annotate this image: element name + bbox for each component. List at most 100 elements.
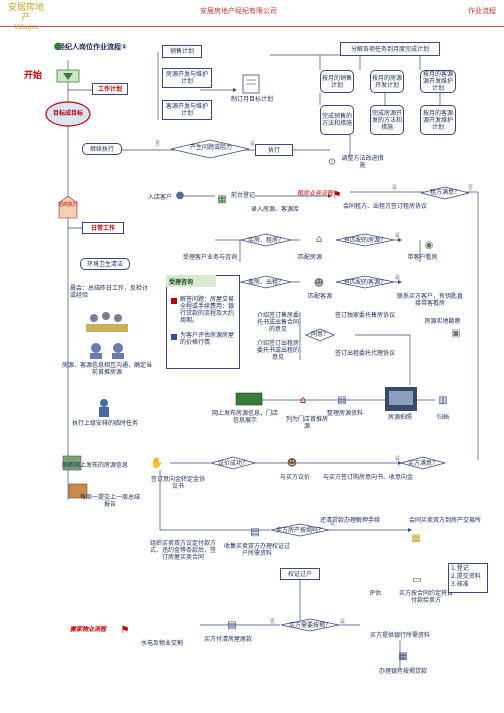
hire-exec-label: 招商执行 — [57, 202, 78, 208]
bank-loan-label: 办理银行按揭贷款 — [378, 668, 427, 675]
tools-icon: ⚙ — [327, 156, 337, 168]
buy-rent-label: 买房、租房？ — [247, 237, 284, 244]
goal-circle — [45, 101, 91, 127]
move-in-label: 搬家物业流程 — [69, 626, 106, 633]
consult-item-1: 解答问题：房屋交易全程或手续费用：银行贷款的流程及大约周期。 — [180, 296, 235, 324]
client-dev-plan-box: 客源开发与维护计划 — [162, 100, 212, 120]
execute-tasks-text: 执行上级安排的临时任务 — [71, 420, 138, 427]
publish-label: 网上发布房源信息，门店信息展示 — [211, 410, 278, 424]
decompose-box: 分解各项任务到月度完成计划 — [340, 42, 440, 56]
agree-diamond — [305, 328, 335, 342]
consult-bullet-2-icon — [171, 334, 177, 340]
yes-marker: 是 — [395, 275, 401, 281]
need-match-diamond — [335, 233, 395, 247]
move-flag-icon: ⚑ — [120, 624, 130, 636]
evaluate-label: 评估 — [368, 590, 381, 597]
logo-sub: Villages — [13, 24, 39, 31]
match-client-label: 匹配客源 — [307, 293, 332, 300]
goal-label: 目标成目标 — [52, 110, 83, 117]
list-recommend-label: 列为门店首推房源 — [285, 416, 328, 430]
report-icon — [68, 483, 88, 499]
execute-box: 执行 — [255, 144, 293, 156]
monthly-house-box: 按月的房源开发计划 — [370, 70, 404, 93]
contact-buyer-label: 联系买方客户，有钥匙直接带客看房 — [396, 293, 463, 307]
weekly-report-text: 每周一提交上一周总结报告 — [80, 494, 141, 508]
co-handle-label: 会同买卖双方到房产交易所 — [408, 517, 481, 524]
sell-lease-label: 卖房、出租？ — [247, 279, 284, 286]
exchange-people-icon — [90, 343, 124, 359]
house-survey-label: 房源实地勘察 — [424, 318, 461, 325]
loan-label: 还清贷款办理解押手续 — [319, 517, 380, 524]
logo-text: 安居房地产 — [7, 3, 44, 23]
lease-ok-diamond — [420, 186, 470, 200]
collect-docs-label: 收集买卖双方办理权证过户所需资料 — [223, 543, 290, 557]
buy-ok-diamond — [400, 456, 446, 470]
client-consult-label: 受理客户业务与咨询 — [182, 254, 237, 261]
monthly-sales-box: 按月的销售计划 — [320, 70, 354, 93]
organize-sign-label: 组织买卖双方议定付款方式、违约金等条款后，签订房屋买卖合同 — [149, 540, 216, 561]
rental-branch-label: 租房业务流程 — [296, 190, 333, 197]
consult-title: 受理咨询 — [166, 275, 216, 287]
house-method-box: 完成房源开发的方法和措施 — [370, 105, 404, 135]
sign-intent-label: 签订意向金转定金协议书 — [150, 476, 205, 490]
matching-label: 匹配房源 — [297, 254, 322, 261]
yes-marker: 是 — [395, 233, 401, 239]
sales-method-box: 完成销售的方法和措施 — [320, 105, 354, 135]
archive-icon: ▥ — [438, 394, 448, 406]
organize-label: 整理房源资料 — [326, 410, 363, 417]
company-logo: 安居房地产 Villages — [4, 3, 48, 31]
client-enter-label: 入店客户 — [147, 194, 172, 201]
page-header: 安居房地产 Villages 安居房地产经纪有限公司 作业流程 — [0, 0, 504, 31]
money-icon: ▭ — [412, 574, 422, 586]
mortgage-label: 买方需要按揭？ — [288, 622, 331, 629]
take-view-label: 带客户看房 — [407, 254, 438, 261]
env-clean-box: 环境卫生清洁 — [80, 258, 130, 270]
sign-exclusive-label: 签订独家委托售房协议 — [334, 312, 395, 319]
problem-label: 产生问题或阻力 — [189, 144, 232, 151]
handover-label: 水电及物业交割 — [140, 640, 183, 647]
seller-loan-label: 卖方房产按揭吗？ — [275, 527, 324, 534]
yes-marker: 是 — [395, 456, 401, 462]
steps-box: 1.登记 2.提交资料 3.核准 — [448, 563, 488, 593]
buyer-docs-label: 买方按合同约定将首付款给卖方 — [398, 590, 453, 604]
housing-exchange-text: 房源、客源信息相互沟通，确定当前首推房源 — [62, 362, 153, 376]
yes-marker: 是 — [250, 141, 256, 147]
house-icon: ⌂ — [315, 233, 323, 245]
no-marker: 否 — [155, 141, 161, 147]
sign-lease-label: 介绍签订出租房委托书或出租的意见 — [256, 340, 299, 361]
problem-diamond — [170, 139, 250, 159]
handshake-icon: ✋ — [150, 457, 164, 469]
sign-rent-agent-label: 签订出租委托代理协议 — [335, 350, 396, 357]
client-icon: ● — [175, 189, 185, 201]
monthly-goal-label: 制订月目标计划 — [230, 96, 273, 103]
docs-icon: ▤ — [337, 394, 347, 406]
bank-icon: ▦ — [398, 650, 408, 662]
buyer-prepare-label: 买方提供银行所需资料 — [369, 632, 430, 639]
house-dev-plan-box: 房源开发与维护计划 — [162, 68, 212, 88]
receipt-icon: ▤ — [227, 619, 237, 631]
shop-icon: ⌂ — [299, 394, 307, 406]
adjust-label: 调整方法改进措施 — [341, 155, 384, 169]
agree-label: 同意？ — [310, 331, 329, 338]
photo-icon — [385, 387, 417, 411]
header-right: 作业流程 — [468, 7, 496, 15]
client-method-box: 按月的客源源开发维护计划 — [420, 105, 456, 135]
document-icon — [242, 74, 260, 94]
start-arrow-icon — [56, 69, 80, 83]
pay-rest-label: 买方付清房屋尾款 — [203, 636, 252, 643]
people-icon: ☻ — [313, 277, 325, 289]
refresh-icon — [62, 455, 82, 471]
buy-ok-label: 买方满意？ — [407, 460, 438, 467]
photo-label: 房源拍照 — [387, 414, 412, 421]
no-marker: 否 — [270, 619, 276, 625]
need-match-label: 有匹配的房源？ — [343, 237, 386, 244]
consult-bullet-1-icon — [171, 298, 177, 304]
monitor-icon — [235, 392, 263, 406]
intent-ok-diamond — [210, 456, 256, 470]
continue-exec-box: 继续执行 — [82, 143, 122, 155]
meeting-people-icon — [86, 312, 128, 332]
with-both-label: 与买方签订购房意向书、收意向金 — [322, 474, 413, 481]
buy-rent-diamond — [240, 233, 292, 247]
need-client-diamond — [335, 275, 395, 289]
yes-marker: 是 — [340, 619, 346, 625]
